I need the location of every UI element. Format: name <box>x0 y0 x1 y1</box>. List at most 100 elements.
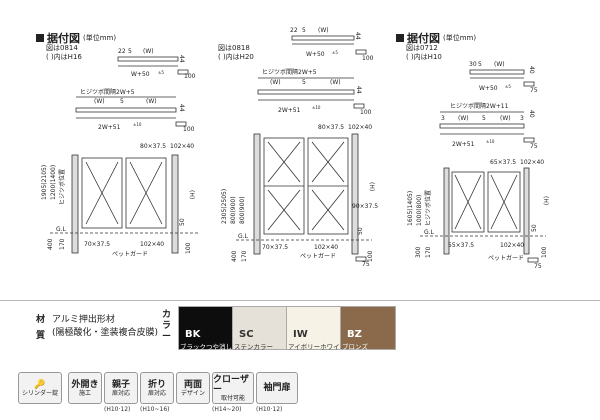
color-name: ステンカラー <box>234 343 273 351</box>
color-name: ブラックつや消し <box>180 343 232 351</box>
feature-sub: 取付可能 <box>220 394 245 402</box>
key-icon: 🔑 <box>34 379 46 390</box>
svg-text:44: 44 <box>178 55 185 63</box>
feature-icon-3: 折り扉対応 <box>140 372 174 404</box>
feature-main: 親子 <box>111 379 130 390</box>
svg-text:40: 40 <box>528 110 535 118</box>
installation-drawing: 22 5 (W) W+50 ±5 44 100 ヒジツボ間隔2W+5 (W) 5… <box>41 27 549 270</box>
svg-text:2W+51: 2W+51 <box>452 141 475 148</box>
svg-text:(H): (H) <box>368 182 375 191</box>
rail-plan-middle-double: ヒジツボ間隔2W+5 (W) 5 (W) 2W+51 ±10 44 100 <box>257 68 372 116</box>
svg-text:102×40: 102×40 <box>140 241 164 248</box>
svg-text:22: 22 <box>118 48 126 55</box>
color-code: BZ <box>347 329 362 340</box>
svg-text:G.L: G.L <box>424 229 435 236</box>
color-swatch-sc: SC ステンカラー <box>232 306 288 351</box>
svg-text:44: 44 <box>178 104 185 112</box>
svg-text:ヒジツボ間隔2W+5: ヒジツボ間隔2W+5 <box>80 88 135 96</box>
section-title-left: 据付図(単位mm) <box>36 30 116 46</box>
feature-icon-4: 両面デザイン <box>176 372 210 404</box>
divider <box>0 300 600 301</box>
svg-text:(W): (W) <box>318 27 329 34</box>
svg-text:50: 50 <box>357 227 364 235</box>
svg-text:1905(2105): 1905(2105) <box>41 165 48 200</box>
svg-text:5: 5 <box>478 61 482 68</box>
svg-text:5: 5 <box>120 98 124 105</box>
svg-text:ペットガード: ペットガード <box>112 250 148 258</box>
svg-text:100: 100 <box>184 73 196 80</box>
svg-text:400: 400 <box>231 250 238 262</box>
gate-elevation-right: 65×37.5 102×40 G.L 55×37.5 102×40 ペットガード… <box>407 159 549 270</box>
svg-text:3: 3 <box>520 115 524 122</box>
svg-text:100: 100 <box>185 242 192 254</box>
rail-plan-right-double: ヒジツボ間隔2W+11 3 (W) 5 (W) 3 2W+51 ±10 40 7… <box>439 102 538 150</box>
svg-text:±5: ±5 <box>332 50 338 55</box>
svg-text:102×40: 102×40 <box>170 143 194 150</box>
svg-text:(W): (W) <box>458 115 469 122</box>
svg-text:102×40: 102×40 <box>520 159 544 166</box>
svg-text:ヒジツボ間隔2W+11: ヒジツボ間隔2W+11 <box>450 102 509 110</box>
svg-text:2W+51: 2W+51 <box>98 124 121 131</box>
color-swatch-iw: IW アイボリーホワイト <box>286 306 346 351</box>
color-code: IW <box>293 329 308 340</box>
feature-main: 外開き <box>71 379 99 390</box>
feature-main: クローザー <box>213 374 249 395</box>
svg-text:(W): (W) <box>146 98 157 105</box>
feature-sub: 扉対応 <box>147 389 166 397</box>
svg-text:800(900): 800(900) <box>230 196 237 224</box>
svg-text:102×40: 102×40 <box>314 244 338 251</box>
svg-text:ヒジツボ間隔2W+5: ヒジツボ間隔2W+5 <box>262 68 317 76</box>
feature-main: 折り <box>147 379 166 390</box>
svg-text:75: 75 <box>530 87 538 94</box>
svg-text:±10: ±10 <box>486 139 495 144</box>
svg-text:80×37.5: 80×37.5 <box>318 124 344 131</box>
svg-text:400: 400 <box>47 238 54 250</box>
svg-text:44: 44 <box>354 32 361 40</box>
figure-caption-right: 図は0712( )内はH10 <box>406 44 442 61</box>
svg-text:(H): (H) <box>542 196 549 205</box>
svg-text:300: 300 <box>415 246 422 258</box>
feature-icon-0: 🔑シリンダー錠 <box>18 372 62 404</box>
svg-text:3: 3 <box>441 115 445 122</box>
svg-text:(W): (W) <box>270 79 281 86</box>
svg-text:5: 5 <box>128 48 132 55</box>
svg-text:(W): (W) <box>143 48 154 55</box>
svg-text:ペットガード: ペットガード <box>488 254 524 262</box>
svg-text:W+50: W+50 <box>131 71 150 78</box>
svg-text:800(900): 800(900) <box>239 196 246 224</box>
svg-text:50: 50 <box>531 224 538 232</box>
feature-sub: シリンダー錠 <box>21 389 58 397</box>
svg-text:70×37.5: 70×37.5 <box>84 241 110 248</box>
feature-note: (H10·12) <box>256 406 283 413</box>
color-code: SC <box>239 329 254 340</box>
svg-text:44: 44 <box>355 86 362 94</box>
svg-text:90×37.5: 90×37.5 <box>352 203 378 210</box>
svg-text:102×40: 102×40 <box>500 242 524 249</box>
rail-plan-middle: 22 5 (W) W+50 ±5 44 100 <box>290 27 374 62</box>
material-label: 材質 <box>36 315 46 341</box>
svg-text:100: 100 <box>183 126 195 133</box>
svg-text:G.L: G.L <box>56 226 67 233</box>
feature-main: 袖門扉 <box>263 383 291 393</box>
feature-note: (H10·12) <box>104 406 131 413</box>
feature-icon-2: 親子扉対応 <box>104 372 138 404</box>
svg-text:75: 75 <box>530 143 538 150</box>
feature-icon-1: 外開き施工 <box>68 372 102 404</box>
section-title-right: 据付図(単位mm) <box>396 30 476 46</box>
svg-text:±5: ±5 <box>505 84 511 89</box>
rail-plan-left: 22 5 (W) W+50 ±5 44 100 <box>117 48 196 80</box>
feature-sub: デザイン <box>180 389 205 397</box>
color-name: アイボリーホワイト <box>288 343 347 351</box>
feature-sub: 施工 <box>78 389 91 397</box>
feature-note: (H10~16) <box>140 406 170 413</box>
svg-text:100: 100 <box>541 246 548 258</box>
svg-text:170: 170 <box>425 246 432 258</box>
figure-caption-middle: 図は0818( )内はH20 <box>218 44 254 61</box>
figure-caption-left: 図は0814( )内はH16 <box>46 44 82 61</box>
color-code: BK <box>185 329 201 340</box>
svg-text:±10: ±10 <box>312 105 321 110</box>
rail-plan-left-double: ヒジツボ間隔2W+5 (W) 5 (W) 2W+51 ±10 44 100 <box>75 88 195 133</box>
rail-plan-right: 30 5 (W) W+50 ±5 40 75 <box>469 61 538 94</box>
svg-text:(W): (W) <box>500 115 511 122</box>
